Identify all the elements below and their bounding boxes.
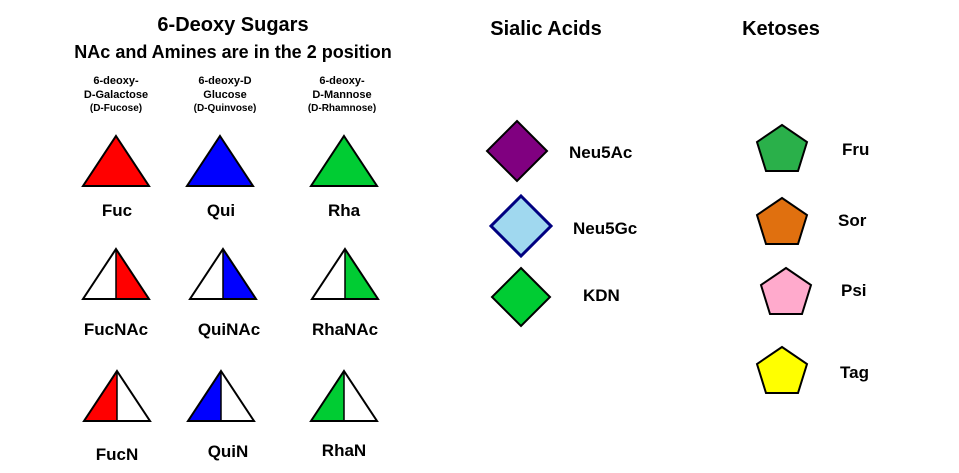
deoxy-title: 6-Deoxy Sugars bbox=[157, 14, 309, 36]
sor-pentagon-icon bbox=[755, 196, 809, 245]
label-fru: Fru bbox=[842, 140, 870, 159]
ketoses-title: Ketoses bbox=[742, 18, 820, 40]
label-quinac: QuiNAc bbox=[197, 320, 261, 339]
kdn-diamond-icon bbox=[490, 266, 552, 328]
label-tag: Tag bbox=[840, 363, 869, 382]
label-neu5ac: Neu5Ac bbox=[569, 143, 633, 162]
neu5gc-diamond-icon bbox=[488, 193, 554, 259]
fucn-half-triangle-icon bbox=[82, 369, 152, 422]
fru-pentagon-icon bbox=[755, 123, 809, 172]
label-quin: QuiN bbox=[207, 442, 249, 461]
column-header-fucose: 6-deoxy- D-Galactose (D-Fucose) bbox=[83, 75, 149, 114]
label-sor: Sor bbox=[838, 211, 867, 230]
sialic-title: Sialic Acids bbox=[490, 18, 602, 40]
label-kdn: KDN bbox=[583, 286, 620, 305]
neu5ac-diamond-icon bbox=[485, 119, 549, 183]
qui-triangle-icon bbox=[185, 134, 255, 187]
psi-pentagon-icon bbox=[759, 266, 813, 315]
rhan-half-triangle-icon bbox=[309, 369, 379, 422]
label-psi: Psi bbox=[841, 281, 867, 300]
deoxy-subtitle: NAc and Amines are in the 2 position bbox=[74, 42, 392, 62]
tag-pentagon-icon bbox=[755, 345, 809, 394]
rha-triangle-icon bbox=[309, 134, 379, 187]
label-rha: Rha bbox=[327, 201, 361, 220]
label-rhan: RhaN bbox=[321, 441, 367, 460]
label-fucnac: FucNAc bbox=[83, 320, 149, 339]
label-neu5gc: Neu5Gc bbox=[573, 219, 638, 238]
label-fuc: Fuc bbox=[101, 201, 133, 220]
quinac-half-triangle-icon bbox=[188, 247, 258, 300]
label-qui: Qui bbox=[206, 201, 236, 220]
fuc-triangle-icon bbox=[81, 134, 151, 187]
rhanac-half-triangle-icon bbox=[310, 247, 380, 300]
label-fucn: FucN bbox=[95, 445, 139, 464]
quin-half-triangle-icon bbox=[186, 369, 256, 422]
label-rhanac: RhaNAc bbox=[311, 320, 379, 339]
column-header-rhamnose: 6-deoxy- D-Mannose (D-Rhamnose) bbox=[307, 75, 377, 114]
column-header-quinovose: 6-deoxy-D Glucose (D-Quinvose) bbox=[193, 75, 257, 114]
fucnac-half-triangle-icon bbox=[81, 247, 151, 300]
